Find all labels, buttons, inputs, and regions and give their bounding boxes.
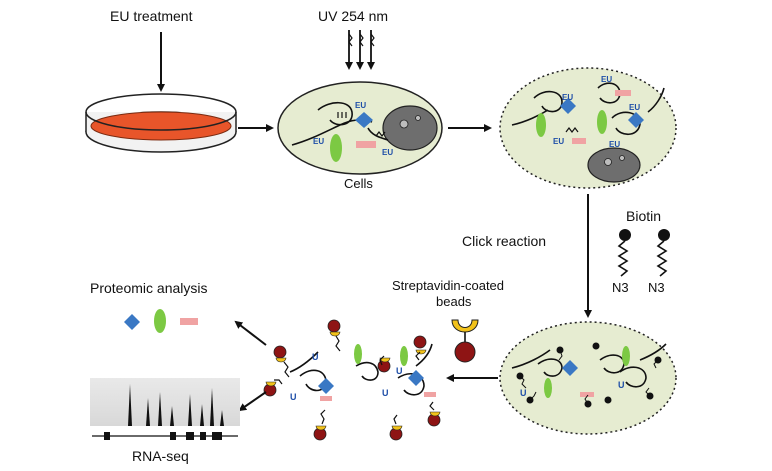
uv-label: UV 254 nm: [318, 8, 389, 24]
bead-complexes: [263, 319, 441, 441]
nucleus-icon: [587, 147, 641, 183]
n3-label-1: N3: [612, 280, 629, 295]
eu-tag: EU: [355, 101, 367, 110]
petri-dish-icon: [85, 93, 237, 153]
proteomic-label: Proteomic analysis: [90, 280, 208, 296]
biotin-label: Biotin: [626, 208, 662, 224]
streptavidin-bead-icon: [451, 319, 479, 363]
u-tag: U: [396, 366, 403, 376]
rnaseq-track: [90, 378, 240, 440]
proteomic-proteins: [124, 309, 198, 333]
eu-tag: EU: [382, 148, 394, 157]
u-tag: U: [618, 380, 625, 390]
click-reaction-label: Click reaction: [462, 233, 547, 249]
eu-tag: EU: [553, 137, 565, 146]
eu-tag: EU: [601, 75, 613, 84]
eu-treatment-label: EU treatment: [110, 8, 193, 24]
arrow-to-proteomic: [234, 320, 267, 346]
uv-arrows: [345, 30, 375, 70]
cell-3: [499, 321, 677, 435]
cell-2: [499, 67, 677, 189]
eu-tag: EU: [562, 93, 574, 102]
beads-label: beads: [436, 294, 472, 309]
eu-tag: EU: [629, 103, 641, 112]
rnaseq-label: RNA-seq: [132, 448, 189, 464]
u-tag: U: [312, 352, 319, 362]
u-tag: U: [382, 388, 389, 398]
streptavidin-label: Streptavidin-coated: [392, 278, 505, 293]
u-tag: U: [520, 388, 527, 398]
n3-label-2: N3: [648, 280, 665, 295]
eu-tag: EU: [609, 140, 621, 149]
cells-label: Cells: [344, 176, 373, 191]
u-tag: U: [290, 392, 297, 402]
arrow-to-rnaseq: [238, 391, 267, 412]
biotin-n3-icon: [617, 229, 670, 277]
cell-1: [277, 81, 443, 175]
eu-tag: EU: [313, 137, 325, 146]
nucleus-icon: [382, 105, 438, 151]
